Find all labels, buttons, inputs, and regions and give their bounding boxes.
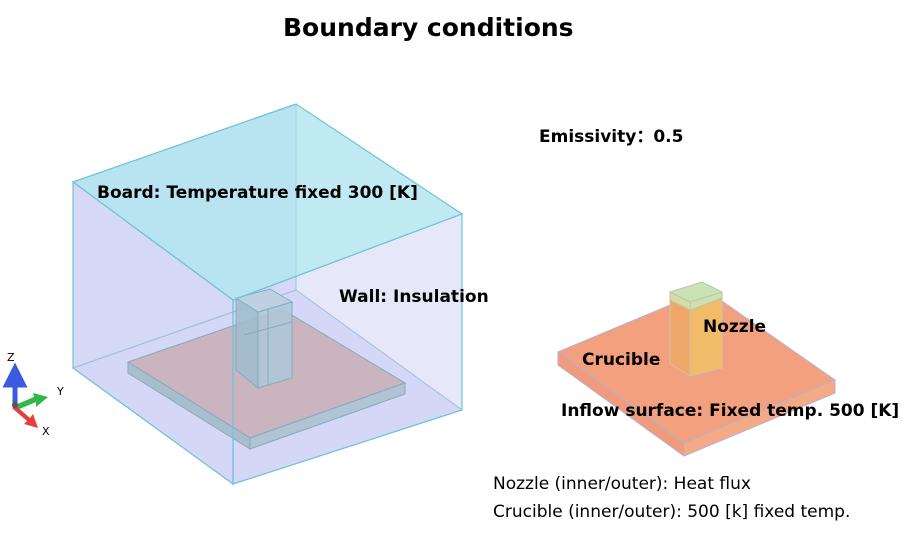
- y-axis-icon: [15, 393, 48, 410]
- y-axis-label: Y: [57, 385, 64, 398]
- page-title: Boundary conditions: [283, 13, 574, 42]
- nozzle-upper-right: [689, 291, 723, 311]
- nozzle-bc-note: Nozzle (inner/outer): Heat flux: [493, 474, 751, 494]
- enclosure-right-face: [232, 213, 463, 485]
- inner-nozzle-edge-2: [243, 321, 293, 336]
- x-axis-label: X: [42, 425, 50, 438]
- nozzle-right-face: [689, 297, 723, 377]
- crucible-label: Crucible: [582, 350, 661, 370]
- crucible-bc-note: Crucible (inner/outer): 500 [k] fixed te…: [493, 502, 851, 522]
- nozzle-left-face: [669, 299, 691, 377]
- nozzle-label: Nozzle: [703, 317, 767, 337]
- enclosure-front: [71, 103, 464, 486]
- inner-nozzle: [234, 288, 294, 390]
- right-nozzle: [668, 281, 724, 377]
- crucible-front-right: [683, 379, 836, 457]
- inflow-surface-label: Inflow surface: Fixed temp. 500 [K]: [561, 401, 900, 421]
- wall-label: Wall: Insulation: [339, 287, 489, 307]
- z-axis-label: Z: [7, 351, 15, 364]
- axis-origin: [12, 402, 18, 408]
- x-axis-icon: [12, 405, 38, 428]
- board-label: Board: Temperature fixed 300 [K]: [97, 183, 418, 203]
- emissivity-label: Emissivity：0.5: [539, 127, 684, 147]
- axis-triad: [2, 362, 48, 428]
- inner-nozzle-top: [234, 288, 294, 313]
- inner-crucible-front-right: [249, 382, 406, 450]
